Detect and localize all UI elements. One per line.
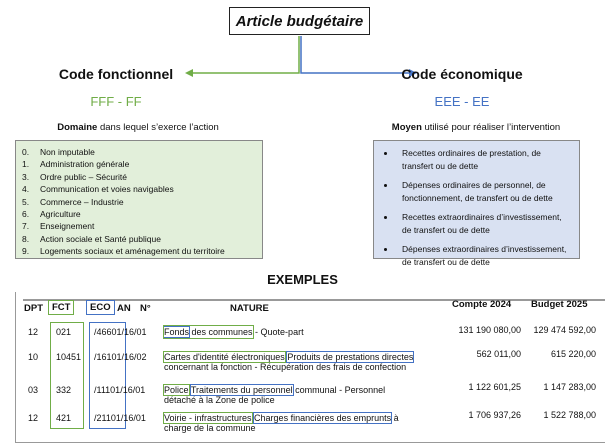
fct-code-format: FFF - FF xyxy=(90,94,142,109)
cell-dpt: 12 xyxy=(28,413,39,423)
eco-column-highlight xyxy=(89,322,126,429)
cell-compte: 562 011,00 xyxy=(476,349,521,359)
domain-item: 3.Ordre public – Sécurité xyxy=(22,171,127,182)
moyen-list-box: Recettes ordinaires de prestation, de tr… xyxy=(373,140,580,267)
cell-fct: 021 xyxy=(56,327,72,337)
cell-fct: 421 xyxy=(56,413,72,423)
code-economique-heading: Code économique xyxy=(401,66,523,82)
cell-budget: 1 147 283,00 xyxy=(543,382,596,392)
domain-item: 8.Action sociale et Santé publique xyxy=(22,233,161,244)
header-n: N° xyxy=(140,303,151,314)
moyen-item: Recettes extraordinaires d’investissemen… xyxy=(396,211,571,237)
domain-item: 9.Logements sociaux et aménagement du te… xyxy=(22,246,225,257)
cell-eco-an-n: /11101/16/01 xyxy=(94,385,146,395)
moyen-item: Dépenses extraordinaires d’investissemen… xyxy=(396,243,571,269)
cell-fct: 332 xyxy=(56,385,72,395)
cell-eco-an-n: /46601/16/01 xyxy=(94,327,147,337)
domain-list-box: 0.Non imputable 1.Administration général… xyxy=(15,140,263,259)
examples-table xyxy=(15,292,605,443)
cell-eco-an-n: /16101/16/02 xyxy=(94,352,147,362)
domain-item: 1.Administration générale xyxy=(22,159,130,170)
branch-arrows xyxy=(185,36,417,77)
eco-code-format: EEE - EE xyxy=(434,94,490,109)
blue-arrow xyxy=(300,36,410,74)
header-budget-2025: Budget 2025 xyxy=(531,299,588,310)
article-title: Article budgétaire xyxy=(229,7,370,35)
moyen-item: Dépenses ordinaires de personnel, de fon… xyxy=(396,179,571,205)
header-fct: FCT xyxy=(48,300,75,315)
moyen-rest: utilisé pour réaliser l’intervention xyxy=(421,122,561,133)
green-arrow xyxy=(192,36,300,74)
cell-dpt: 10 xyxy=(28,352,39,362)
domaine-rest: dans lequel s’exerce l’action xyxy=(97,122,219,133)
cell-nature: Cartes d'identité électroniques Produits… xyxy=(163,351,415,372)
table-top-rule xyxy=(23,299,605,301)
cell-nature: Fonds des communes - Quote-part xyxy=(162,325,304,339)
domaine-label: Domaine dans lequel s’exerce l’action xyxy=(8,122,268,133)
domain-item: 5.Commerce – Industrie xyxy=(22,196,124,207)
cell-compte: 1 122 601,25 xyxy=(468,382,521,392)
cell-dpt: 03 xyxy=(28,385,39,395)
domaine-bold: Domaine xyxy=(57,122,98,133)
blue-arrowhead xyxy=(409,69,417,77)
fct-column-highlight xyxy=(50,322,84,429)
domain-item: 6.Agriculture xyxy=(22,209,81,220)
moyen-item: Recettes ordinaires de prestation, de tr… xyxy=(396,147,571,173)
green-arrowhead xyxy=(185,69,193,77)
cell-nature: Police Traitements du personnel communal… xyxy=(163,384,386,405)
header-eco: ECO xyxy=(86,300,115,315)
domain-item: 7.Enseignement xyxy=(22,221,95,232)
cell-budget: 129 474 592,00 xyxy=(533,325,596,335)
cell-fct: 10451 xyxy=(56,352,82,362)
moyen-label: Moyen utilisé pour réaliser l’interventi… xyxy=(346,122,605,133)
header-an: AN xyxy=(117,303,131,314)
header-compte-2024: Compte 2024 xyxy=(452,299,512,310)
cell-nature: Voirie - infrastructures Charges financi… xyxy=(163,412,399,433)
cell-compte: 131 190 080,00 xyxy=(458,325,521,335)
domain-item: 4.Communication et voies navigables xyxy=(22,184,174,195)
header-dpt: DPT xyxy=(24,303,43,314)
cell-budget: 1 522 788,00 xyxy=(543,410,596,420)
domain-item: 0.Non imputable xyxy=(22,147,95,157)
cell-dpt: 12 xyxy=(28,327,39,337)
header-nature: NATURE xyxy=(230,303,269,314)
code-fonctionnel-heading: Code fonctionnel xyxy=(58,66,174,82)
cell-compte: 1 706 937,26 xyxy=(468,410,521,420)
cell-eco-an-n: /21101/16/01 xyxy=(94,413,146,423)
moyen-bold: Moyen xyxy=(391,122,422,133)
cell-budget: 615 220,00 xyxy=(550,349,596,359)
examples-heading: EXEMPLES xyxy=(267,272,338,287)
